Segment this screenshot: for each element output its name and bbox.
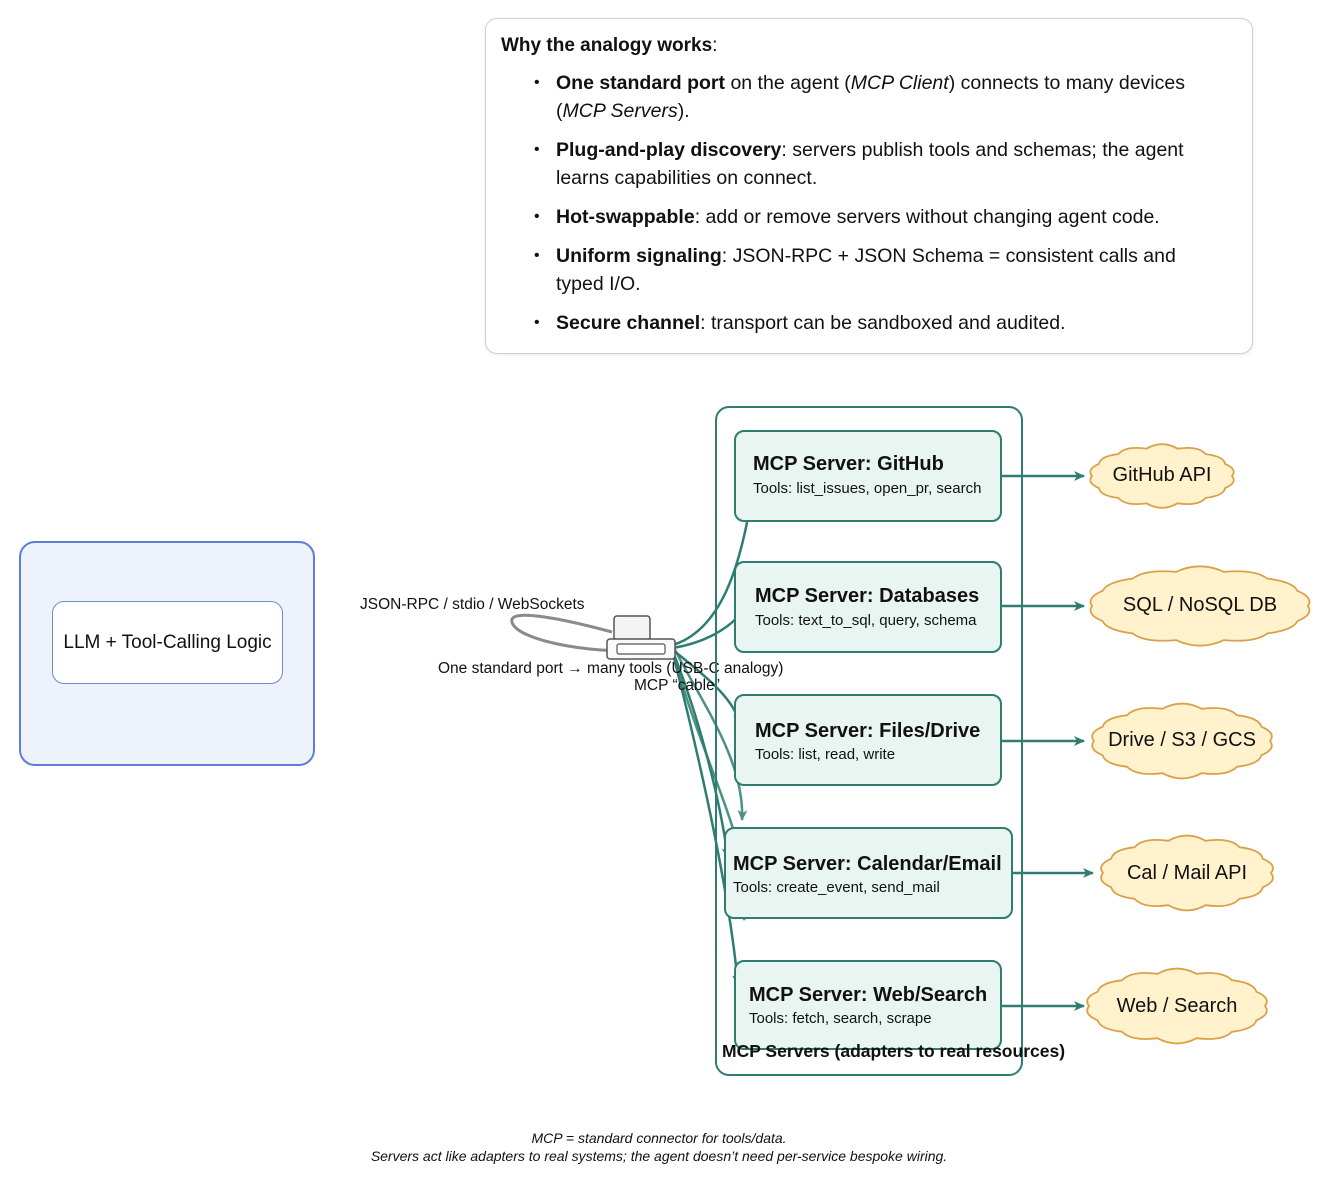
cloud-web (1086, 967, 1268, 1045)
server-tools: Tools: fetch, search, scrape (749, 1010, 932, 1027)
analogy-note: Why the analogy works: One standard port… (485, 18, 1253, 354)
caption-line-1: MCP = standard connector for tools/data. (531, 1130, 787, 1146)
server-title: MCP Server: GitHub (753, 453, 944, 475)
note-bullets: One standard port on the agent (MCP Clie… (534, 69, 1224, 348)
llm-logic-box: LLM + Tool-Calling Logic (52, 601, 283, 684)
cable-loop (510, 613, 641, 653)
server-arrows (1002, 471, 1094, 1011)
server-title: MCP Server: Databases (755, 585, 980, 607)
cloud-label-web: Web / Search (1116, 995, 1238, 1017)
server-files: MCP Server: Files/Drive Tools: list, rea… (734, 694, 1002, 786)
server-tools: Tools: list_issues, open_pr, search (753, 480, 982, 497)
server-github: MCP Server: GitHub Tools: list_issues, o… (734, 430, 1002, 522)
server-title: MCP Server: Web/Search (749, 984, 988, 1006)
server-tools: Tools: list, read, write (755, 746, 896, 763)
server-group (715, 406, 1023, 1076)
note-bullet: Hot-swappable: add or remove servers wit… (534, 203, 1224, 231)
cloud-mail (1100, 834, 1274, 912)
clouds (1086, 443, 1311, 1045)
server-web: MCP Server: Web/Search Tools: fetch, sea… (734, 960, 1002, 1050)
port-label: One standard port → many tools (USB-C an… (438, 660, 784, 677)
server-tools: Tools: text_to_sql, query, schema (755, 612, 977, 629)
curve-to-web (671, 653, 743, 986)
note-bullet: One standard port on the agent (MCP Clie… (534, 69, 1224, 125)
llm-logic-label: LLM + Tool-Calling Logic (63, 631, 272, 653)
server-calendar: MCP Server: Calendar/Email Tools: create… (724, 827, 1013, 919)
cloud-drive (1091, 702, 1273, 780)
server-databases: MCP Server: Databases Tools: text_to_sql… (734, 561, 1002, 653)
note-bullet: Plug-and-play discovery: servers publish… (534, 136, 1224, 192)
note-bullet: Secure channel: transport can be sandbox… (534, 309, 1224, 337)
cloud-github (1089, 443, 1235, 509)
server-group-label: MCP Servers (adapters to real resources) (722, 1041, 1066, 1061)
transport-label: JSON-RPC / stdio / WebSockets (360, 596, 585, 613)
fanout-curves (671, 494, 756, 986)
cloud-label-drive: Drive / S3 / GCS (1108, 729, 1256, 751)
cloud-database (1089, 565, 1311, 647)
server-title: MCP Server: Calendar/Email (733, 853, 1002, 875)
note-bullet: Uniform signaling: JSON-RPC + JSON Schem… (534, 242, 1224, 298)
cloud-label-mail: Cal / Mail API (1126, 862, 1248, 884)
usb-connector-icon (606, 615, 676, 660)
cloud-label-db: SQL / NoSQL DB (1122, 594, 1278, 616)
server-tools: Tools: create_event, send_mail (733, 879, 940, 896)
cable-label: MCP “cable” (634, 677, 720, 694)
cloud-label-github: GitHub API (1112, 464, 1212, 486)
note-title: Why the analogy works: (501, 35, 718, 56)
server-title: MCP Server: Files/Drive (755, 720, 981, 742)
caption-line-2: Servers act like adapters to real system… (370, 1148, 948, 1164)
